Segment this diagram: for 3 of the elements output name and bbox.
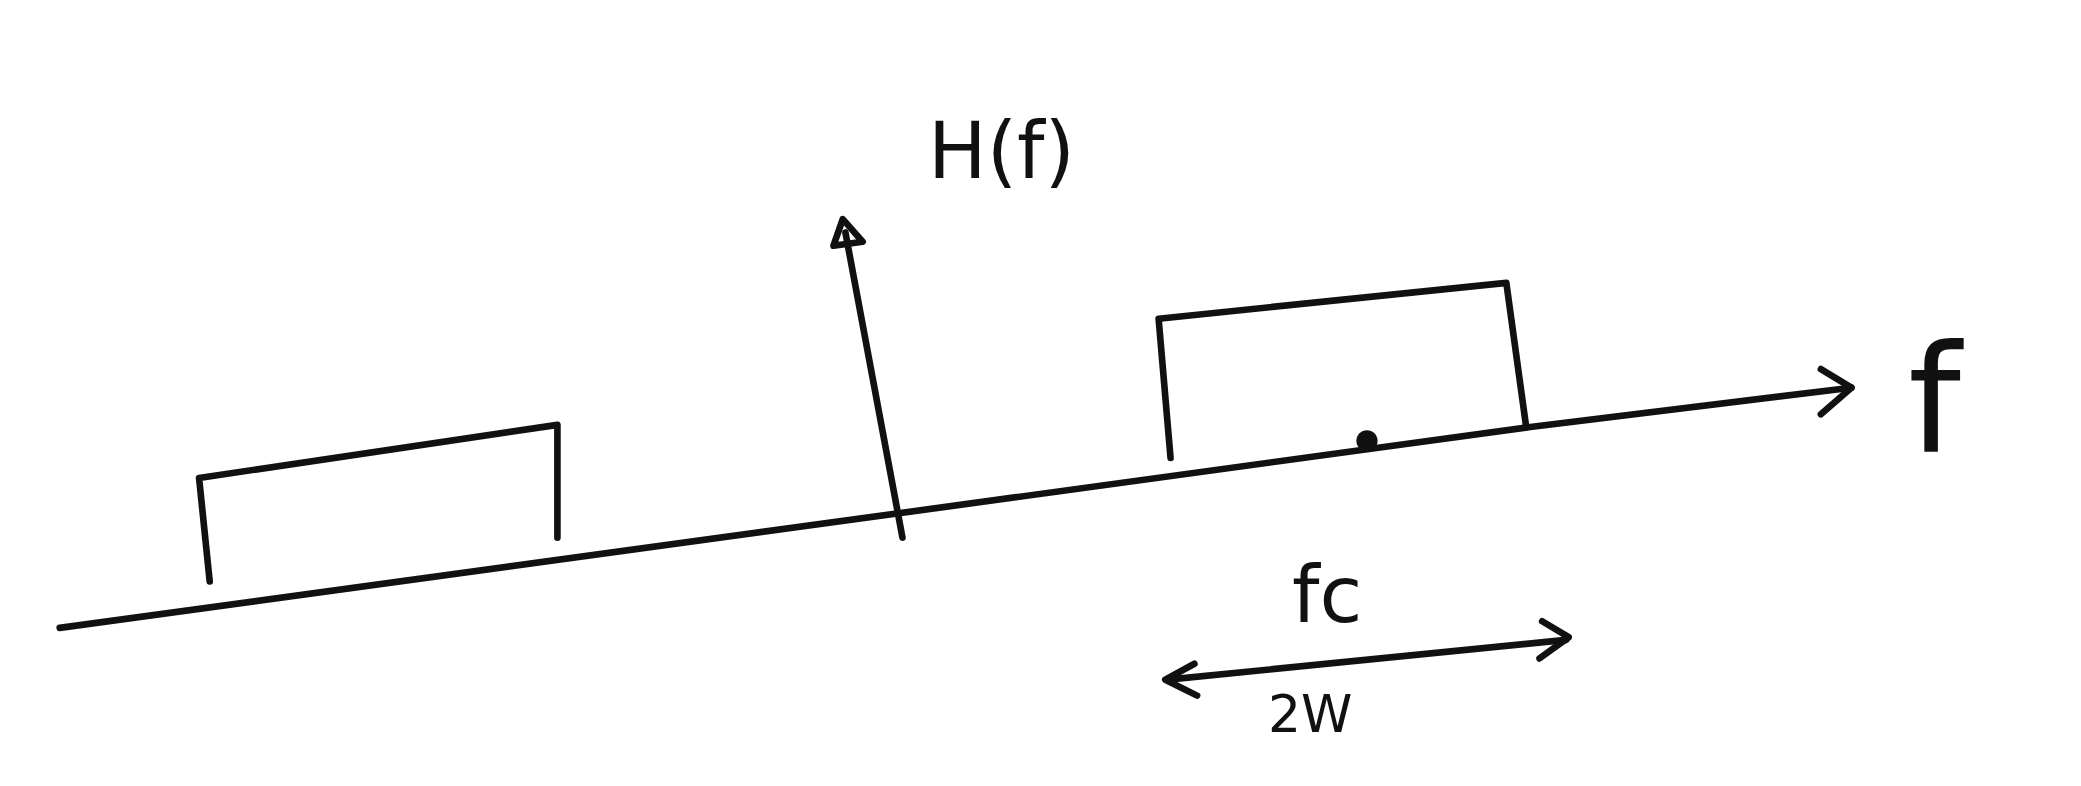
- center-frequency-label: fc: [1292, 556, 1363, 634]
- axis-label: H(f): [928, 112, 1075, 190]
- bandwidth-label: 2W: [1268, 688, 1353, 740]
